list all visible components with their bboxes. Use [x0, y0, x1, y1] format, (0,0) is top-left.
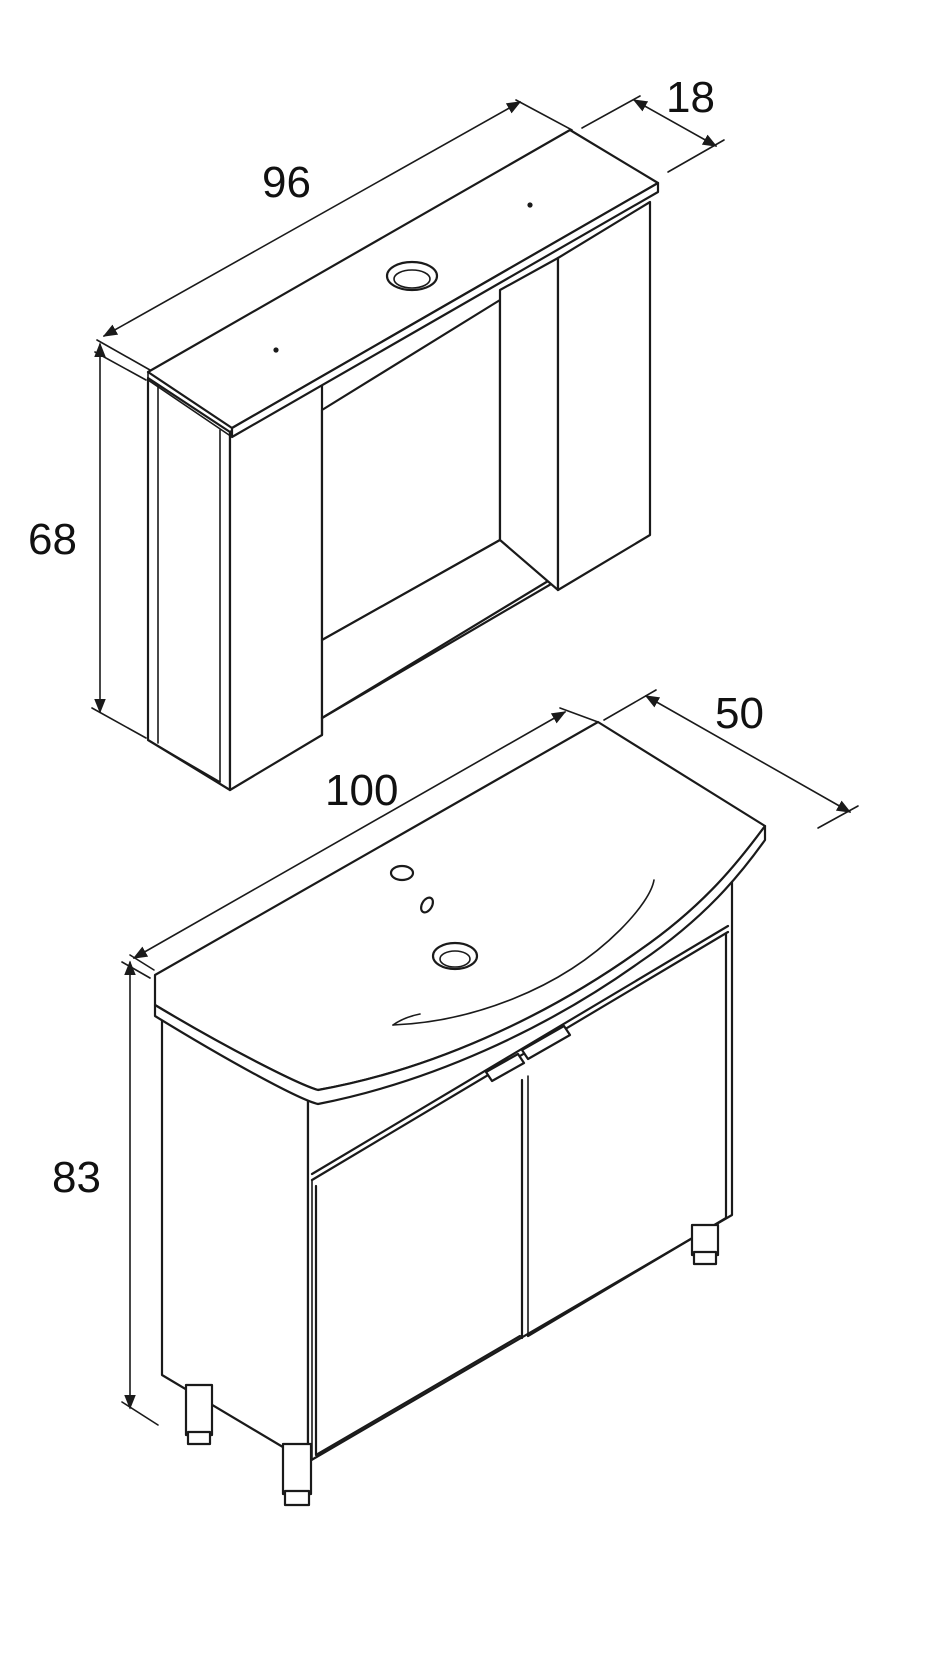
- vanity-width-label: 100: [325, 766, 398, 815]
- vanity-depth-label: 50: [715, 689, 764, 738]
- mirror-right-cabinet-inner: [498, 256, 560, 592]
- vanity-legs: [184, 1223, 720, 1507]
- basin-front-edge: [153, 824, 767, 1106]
- vanity-depth-dimension-line: [644, 695, 852, 813]
- vanity-dimensions: [121, 689, 859, 1426]
- mirror-width-dimension-line: [102, 101, 522, 337]
- door-handle-left: [484, 1052, 526, 1083]
- mirror-right-cabinet-front: [556, 200, 652, 592]
- vanity-height-label: 83: [52, 1153, 101, 1202]
- mirror-left-cabinet-front: [228, 376, 324, 792]
- mirror-height-label: 68: [28, 515, 77, 564]
- mirror-cabinet: [146, 128, 660, 792]
- vanity-unit: [153, 720, 767, 1507]
- door-handle-right: [520, 1024, 572, 1061]
- mirror-dimensions: [91, 95, 725, 739]
- basin-bowl-curve: [392, 879, 655, 1026]
- mirror-width-label: 96: [262, 158, 311, 207]
- mirror-depth-dimension-line: [632, 99, 718, 147]
- mirror-depth-label: 18: [666, 73, 715, 122]
- vanity-width-dimension-line: [132, 711, 567, 959]
- mirror-left-cabinet-side: [146, 376, 232, 792]
